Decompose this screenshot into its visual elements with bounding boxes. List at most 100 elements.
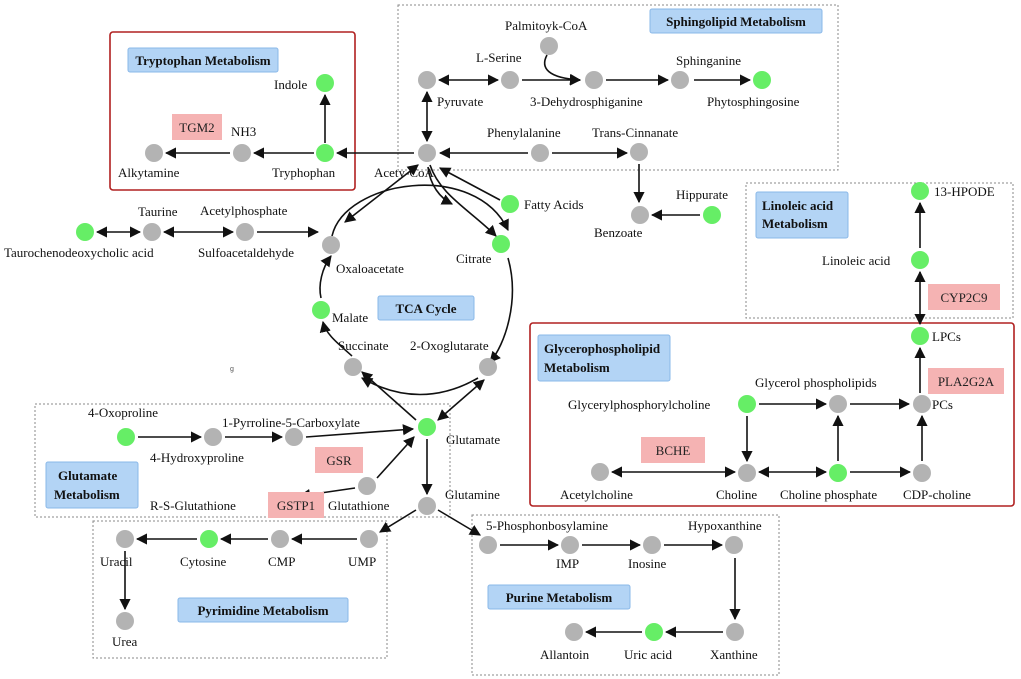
node-hypoxanthine [725,536,743,554]
node-benzoate [631,206,649,224]
label-13hpode: 13-HPODE [934,184,995,199]
label-choline-phosphate: Choline phosphate [780,487,877,502]
label-benzoate: Benzoate [594,225,643,240]
node-glutamate [418,418,436,436]
label-dehydrosphiganine: 3-Dehydrosphiganine [530,94,643,109]
arrow-glutathione-glutamate [376,436,415,479]
label-urea: Urea [112,634,137,649]
label-phosphonbosylamine: 5-Phosphonbosylamine [486,518,608,533]
node-choline-phosphate [829,464,847,482]
label-alkytamine: Alkytamine [118,165,180,180]
node-citrate [492,235,510,253]
node-choline [738,464,756,482]
label-linoleic-acid: Linoleic acid [822,253,891,268]
pathway-linoleic-line1: Linoleic acid [762,198,834,213]
node-trans-cinnanate [630,143,648,161]
label-acetylcholine: Acetylcholine [560,487,633,502]
node-cytosine [200,530,218,548]
node-sphinganine [671,71,689,89]
pathway-glutamate-line1: Glutamate [58,468,117,483]
label-glycerol-phospholipids: Glycerol phospholipids [755,375,877,390]
arrow-pyrroline-glutamate [305,424,415,438]
label-lpcs: LPCs [932,329,961,344]
node-acetylcholine [591,463,609,481]
arrow-glutamate-oxoglut [437,379,485,421]
label-succinate: Succinate [338,338,389,353]
node-uracil [116,530,134,548]
arrow-fattyacids-acetycoa [439,167,501,201]
node-oxaloacetate [322,236,340,254]
label-cdp-choline: CDP-choline [903,487,971,502]
arrow-acetycoa-cycle [427,166,454,205]
label-4-oxoproline: 4-Oxoproline [88,405,158,420]
node-acetylphosphate [236,223,254,241]
tca-ring-left-lower [319,320,353,357]
node-glutathione [358,477,376,495]
pathway-linoleic-line2: Metabolism [762,216,828,231]
node-4-oxoproline [117,428,135,446]
node-hippurate [703,206,721,224]
label-tryphophan: Tryphophan [272,165,336,180]
label-l-serine: L-Serine [476,50,522,65]
label-inosine: Inosine [628,556,667,571]
node-taurochenodeoxycholic [76,223,94,241]
node-fatty-acids [501,195,519,213]
node-dehydrosphiganine [585,71,603,89]
label-ump: UMP [348,554,376,569]
node-malate [312,301,330,319]
label-rs-glutathione: R-S-Glutathione [150,498,236,513]
arrow-glutamine-phosphon [437,509,481,536]
label-taurine: Taurine [138,204,178,219]
region-borders [34,4,1015,676]
glycerophospholipid-region [529,322,1015,507]
label-phenylalanine: Phenylalanine [487,125,561,140]
arrow-palmitoyk [543,54,582,85]
pathway-glutamate-line2: Metabolism [54,487,120,502]
enzyme-labels: TGM2 CYP2C9 PLA2G2A BCHE GSR GSTP1 [172,114,1004,518]
node-succinate [344,358,362,376]
tryptophan-region [109,31,356,191]
label-taurochenodeoxycholic: Taurochenodeoxycholic acid [4,245,154,260]
label-sphinganine: Sphinganine [676,53,741,68]
label-malate: Malate [332,310,368,325]
label-acetylphosphate: Acetylphosphate [200,203,288,218]
label-hippurate: Hippurate [676,187,728,202]
node-taurine [143,223,161,241]
label-cytosine: Cytosine [180,554,226,569]
node-phytosphingosine [753,71,771,89]
label-citrate: Citrate [456,251,492,266]
enzyme-gstp1: GSTP1 [277,498,315,513]
label-pyruvate: Pyruvate [437,94,483,109]
node-nh3 [233,144,251,162]
label-cmp: CMP [268,554,295,569]
arrow-acetycoa-citrate [429,164,497,237]
pathway-sphingolipid: Sphingolipid Metabolism [666,14,806,29]
label-glutamate: Glutamate [446,432,500,447]
label-imp: IMP [556,556,579,571]
node-2-oxoglutarate [479,358,497,376]
enzyme-cyp2c9: CYP2C9 [941,290,988,305]
label-nh3: NH3 [231,124,256,139]
pyrimidine-region [92,520,388,659]
label-2-oxoglutarate: 2-Oxoglutarate [410,338,489,353]
label-oxaloacetate: Oxaloacetate [336,261,404,276]
node-xanthine [726,623,744,641]
label-choline: Choline [716,487,757,502]
sphingolipid-region [397,4,839,171]
node-glycerol-phospholipids [829,395,847,413]
reaction-arrows [95,54,928,638]
node-cmp [271,530,289,548]
node-palmitoyk-coa [540,37,558,55]
label-allantoin: Allantoin [540,647,590,662]
node-l-serine [501,71,519,89]
label-palmitoyk-coa: Palmitoyk-CoA [505,18,588,33]
node-tryphophan [316,144,334,162]
label-glutamine: Glutamine [445,487,500,502]
arrow-glutamate-succinate [361,371,417,421]
node-indole [316,74,334,92]
stray-mark: g [230,366,234,373]
enzyme-tgm2: TGM2 [179,120,214,135]
node-glycerylphosphorylcholine [738,395,756,413]
node-ump [360,530,378,548]
